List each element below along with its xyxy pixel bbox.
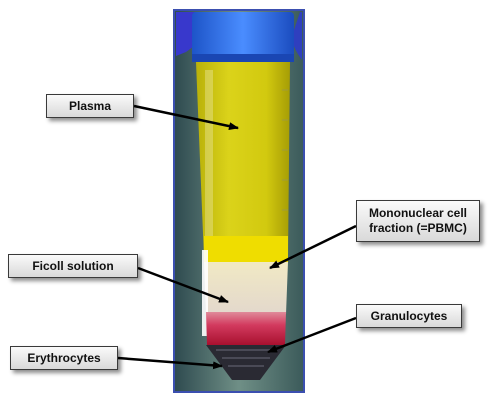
label-pbmc: Mononuclear cell fraction (=PBMC) xyxy=(356,200,480,242)
arrow-plasma xyxy=(133,104,239,131)
label-erythrocytes: Erythrocytes xyxy=(10,346,118,370)
arrow-ficoll xyxy=(137,266,229,304)
arrow-granulocytes xyxy=(267,316,357,354)
plasma-layer xyxy=(196,62,290,258)
label-ficoll: Ficoll solution xyxy=(8,254,138,278)
pbmc-layer xyxy=(204,236,288,262)
ficoll-layer xyxy=(204,262,288,314)
label-granulocytes: Granulocytes xyxy=(356,304,462,328)
arrow-pbmc xyxy=(269,224,357,270)
tube-cap xyxy=(192,12,294,62)
arrow-erythrocytes xyxy=(117,356,223,370)
tube-tip xyxy=(206,345,286,380)
glove-right xyxy=(292,12,302,60)
erythrocyte-layer xyxy=(206,312,286,345)
label-plasma: Plasma xyxy=(46,94,134,118)
